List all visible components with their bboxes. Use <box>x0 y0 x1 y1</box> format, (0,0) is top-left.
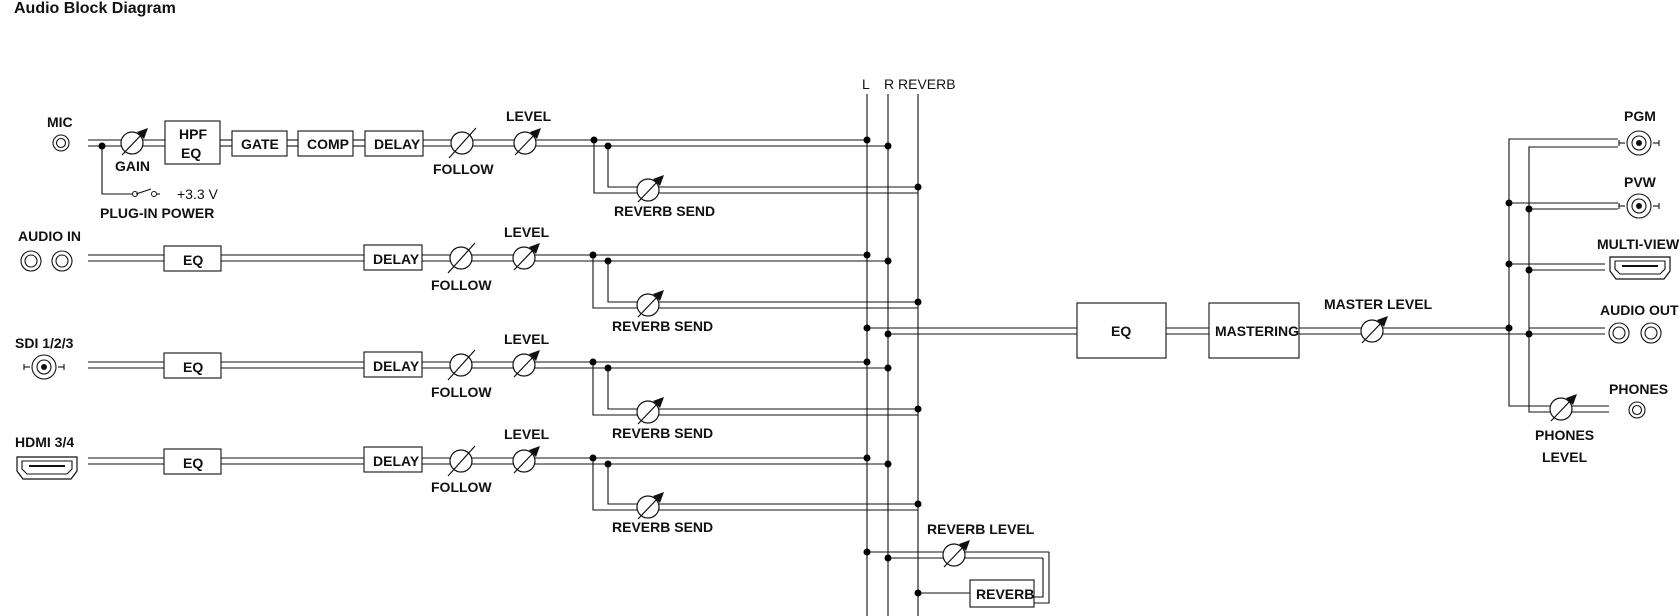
follow-label: FOLLOW <box>431 479 492 495</box>
follow-label: FOLLOW <box>431 277 492 293</box>
master-level-label: MASTER LEVEL <box>1324 296 1433 312</box>
sdi-bnc-icon <box>23 354 65 380</box>
follow-knob-icon[interactable] <box>447 349 476 381</box>
master-section: EQ MASTERING MASTER LEVEL <box>863 296 1529 359</box>
audio-out-left-jack-icon <box>1608 322 1630 344</box>
hdmi-label: HDMI 3/4 <box>15 434 74 450</box>
channel-hdmi: HDMI 3/4 EQ DELAY FOLLOW LEVEL REVERB SE… <box>15 426 922 535</box>
level-knob-icon[interactable] <box>512 349 541 378</box>
phones-level-knob-icon[interactable] <box>1549 393 1578 422</box>
reverb-return: REVERB LEVEL REVERB <box>863 521 1050 608</box>
pvw-bnc-icon <box>1618 193 1660 219</box>
bus-l-label: L <box>862 76 870 92</box>
eq-block <box>163 352 222 379</box>
phones-jack-icon <box>1628 401 1646 419</box>
channel-audio-in: AUDIO IN EQ DELAY FOLLOW LEVEL REVERB SE… <box>18 224 922 334</box>
level-label: LEVEL <box>504 331 550 347</box>
gain-label: GAIN <box>115 158 150 174</box>
comp-block <box>297 130 354 157</box>
reverb-send-knob-icon[interactable] <box>636 174 665 203</box>
hdmi-port-icon <box>16 456 78 480</box>
sdi-label: SDI 1/2/3 <box>15 335 74 351</box>
level-knob-icon[interactable] <box>513 127 542 156</box>
audio-out-label: AUDIO OUT <box>1600 302 1679 318</box>
mastering-label: MASTERING <box>1215 323 1299 339</box>
reverb-send-label: REVERB SEND <box>612 318 713 334</box>
follow-knob-icon[interactable] <box>448 127 477 159</box>
multi-view-hdmi-icon <box>1609 256 1671 280</box>
pgm-bnc-icon <box>1618 130 1660 156</box>
master-level-knob-icon[interactable] <box>1360 315 1389 344</box>
audio-in-left-jack-icon <box>20 250 42 272</box>
phones-label: PHONES <box>1609 381 1668 397</box>
eq-label: EQ <box>183 455 203 471</box>
audio-in-right-jack-icon <box>51 250 73 272</box>
reverb-send-knob-icon[interactable] <box>636 491 665 520</box>
gate-block <box>231 130 288 157</box>
master-eq-block <box>1076 302 1167 359</box>
hpf-eq-label: EQ <box>181 145 201 161</box>
follow-label: FOLLOW <box>433 161 494 177</box>
channel-mic: MIC +3.3 V PLUG-IN POWER GAIN HPF EQ GAT… <box>47 108 922 221</box>
hpf-label: HPF <box>179 126 207 142</box>
hpf-eq-block <box>164 120 221 165</box>
comp-label: COMP <box>307 136 349 152</box>
eq-label: EQ <box>183 252 203 268</box>
page-title: Audio Block Diagram <box>14 0 176 17</box>
level-label: LEVEL <box>504 426 550 442</box>
phones-level-label: PHONES <box>1535 427 1594 443</box>
eq-block <box>163 245 222 272</box>
delay-label: DELAY <box>374 136 421 152</box>
reverb-send-knob-icon[interactable] <box>636 289 665 318</box>
delay-block <box>364 130 424 157</box>
level-label: LEVEL <box>504 224 550 240</box>
reverb-block <box>969 579 1035 608</box>
delay-block <box>363 446 423 473</box>
audio-in-label: AUDIO IN <box>18 228 81 244</box>
mic-label: MIC <box>47 114 73 130</box>
gate-label: GATE <box>241 136 279 152</box>
pgm-label: PGM <box>1624 108 1656 124</box>
channel-sdi: SDI 1/2/3 EQ DELAY FOLLOW LEVEL REVERB S… <box>15 331 922 441</box>
bus-reverb-label: REVERB <box>898 76 956 92</box>
reverb-send-knob-icon[interactable] <box>636 396 665 425</box>
plugin-power-label: PLUG-IN POWER <box>100 205 214 221</box>
level-knob-icon[interactable] <box>512 445 541 474</box>
delay-label: DELAY <box>373 453 420 469</box>
bus-lines <box>866 94 919 616</box>
delay-block <box>363 351 423 378</box>
level-label: LEVEL <box>506 108 552 124</box>
bus-r-label: R <box>884 76 894 92</box>
reverb-send-label: REVERB SEND <box>612 519 713 535</box>
reverb-level-label: REVERB LEVEL <box>927 521 1035 537</box>
mic-jack-icon <box>52 134 70 152</box>
phones-level-label-2: LEVEL <box>1542 449 1588 465</box>
output-distribution: PHONES LEVEL PGM PVW MULTI-VIEW AUDIO OU… <box>1505 108 1680 465</box>
reverb-block-label: REVERB <box>976 586 1034 602</box>
follow-knob-icon[interactable] <box>447 445 476 477</box>
eq-label: EQ <box>183 359 203 375</box>
reverb-send-label: REVERB SEND <box>614 203 715 219</box>
follow-knob-icon[interactable] <box>447 242 476 274</box>
mastering-block <box>1208 302 1300 359</box>
pvw-label: PVW <box>1624 174 1657 190</box>
master-eq-label: EQ <box>1111 323 1131 339</box>
delay-label: DELAY <box>373 358 420 374</box>
plugin-voltage-label: +3.3 V <box>177 186 219 202</box>
gain-knob-icon[interactable] <box>120 127 149 156</box>
delay-label: DELAY <box>373 251 420 267</box>
follow-label: FOLLOW <box>431 384 492 400</box>
eq-block <box>163 448 222 475</box>
audio-out-right-jack-icon <box>1640 322 1662 344</box>
delay-block <box>363 244 423 271</box>
level-knob-icon[interactable] <box>512 242 541 271</box>
reverb-send-label: REVERB SEND <box>612 425 713 441</box>
reverb-level-knob-icon[interactable] <box>942 539 971 568</box>
multi-view-label: MULTI-VIEW <box>1597 236 1680 252</box>
